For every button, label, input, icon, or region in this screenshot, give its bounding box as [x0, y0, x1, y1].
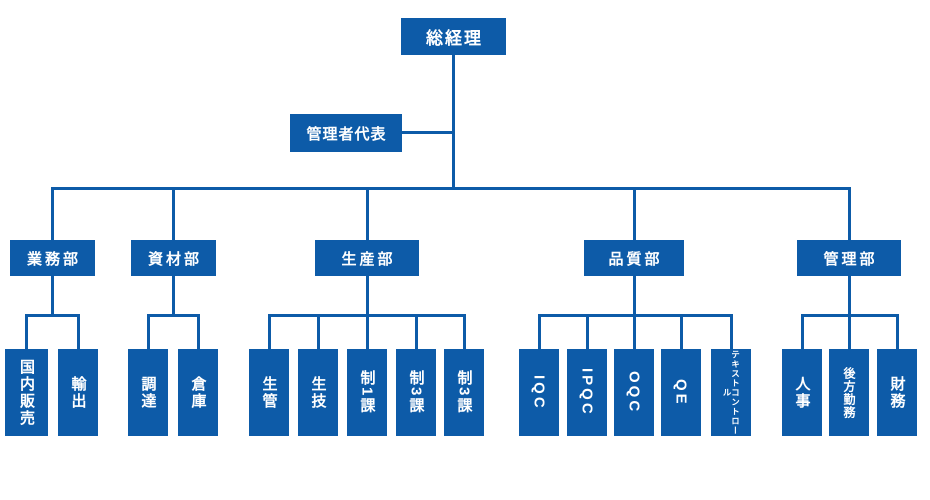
node-manufacturing-section-3b: 制3課 [444, 349, 484, 436]
connector-dept3-drop-1 [268, 314, 271, 349]
node-qe: QE [661, 349, 701, 436]
node-label: 輸出 [69, 375, 87, 410]
connector-dept3-drop-3 [366, 314, 369, 349]
node-label: QE [672, 378, 690, 407]
node-dept-kanri: 管理部 [797, 240, 901, 276]
connector-dept1-drop-1 [25, 314, 28, 349]
connector-dept4-drop-5 [730, 314, 733, 349]
connector-dept4-drop-4 [680, 314, 683, 349]
connector-drop-dept-3 [366, 187, 369, 240]
connector-dept3-stem [366, 276, 369, 316]
node-dept-shizai: 資材部 [131, 240, 216, 276]
node-export: 輸出 [58, 349, 98, 436]
node-label: IPQC [578, 368, 596, 417]
node-label: 制3課 [407, 370, 425, 415]
node-label: 人事 [793, 375, 811, 410]
connector-dept5-drop-3 [896, 314, 899, 349]
node-dept-hinshitsu: 品質部 [584, 240, 684, 276]
node-label: 後方勤務 [842, 366, 856, 419]
connector-dept5-drop-2 [848, 314, 851, 349]
node-domestic-sales: 国内販売 [5, 349, 48, 436]
node-label: 調達 [139, 375, 157, 410]
connector-drop-dept-2 [172, 187, 175, 240]
node-label: 制1課 [358, 370, 376, 415]
connector-dept4-stem [633, 276, 636, 316]
node-label: 倉庫 [189, 375, 207, 410]
connector-dept4-drop-2 [586, 314, 589, 349]
node-label: 生技 [309, 375, 327, 410]
node-label: OQC [625, 370, 643, 415]
connector-staff-horizontal [402, 131, 454, 134]
node-logistics: 後方勤務 [829, 349, 869, 436]
node-finance: 財務 [877, 349, 917, 436]
connector-drop-dept-5 [848, 187, 851, 240]
connector-dept2-stem [172, 276, 175, 316]
connector-dept4-drop-3 [633, 314, 636, 349]
node-general-manager: 総経理 [401, 18, 506, 55]
node-iqc: IQC [519, 349, 559, 436]
node-manufacturing-section-3a: 制3課 [396, 349, 436, 436]
node-production-control: 生管 [249, 349, 289, 436]
connector-main-bus [51, 187, 851, 190]
connector-dept1-stem [51, 276, 54, 316]
connector-drop-dept-4 [633, 187, 636, 240]
node-ipqc: IPQC [567, 349, 607, 436]
connector-dept4-drop-1 [538, 314, 541, 349]
node-label: テキストコントロール [722, 349, 741, 436]
node-label: 財務 [888, 375, 906, 410]
node-dept-gyomu: 業務部 [10, 240, 95, 276]
node-label: 国内販売 [18, 358, 35, 427]
node-label: IQC [530, 374, 548, 411]
node-manufacturing-section-1: 制1課 [347, 349, 387, 436]
node-procurement: 調達 [128, 349, 168, 436]
connector-dept3-drop-2 [317, 314, 320, 349]
node-text-control: テキストコントロール [711, 349, 751, 436]
node-label: 生管 [260, 375, 278, 410]
node-label: 制3課 [455, 370, 473, 415]
connector-dept2-drop-2 [197, 314, 200, 349]
connector-dept3-drop-5 [463, 314, 466, 349]
connector-dept2-drop-1 [147, 314, 150, 349]
node-management-representative: 管理者代表 [290, 114, 402, 152]
node-hr: 人事 [782, 349, 822, 436]
node-oqc: OQC [614, 349, 654, 436]
connector-root-vertical [452, 55, 455, 190]
connector-dept5-stem [848, 276, 851, 316]
connector-drop-dept-1 [51, 187, 54, 240]
node-warehouse: 倉庫 [178, 349, 218, 436]
node-production-engineering: 生技 [298, 349, 338, 436]
connector-dept1-drop-2 [77, 314, 80, 349]
connector-dept3-drop-4 [415, 314, 418, 349]
node-dept-seisan: 生産部 [315, 240, 419, 276]
connector-dept5-drop-1 [801, 314, 804, 349]
connector-dept2-bus [147, 314, 200, 317]
connector-dept1-bus [25, 314, 80, 317]
